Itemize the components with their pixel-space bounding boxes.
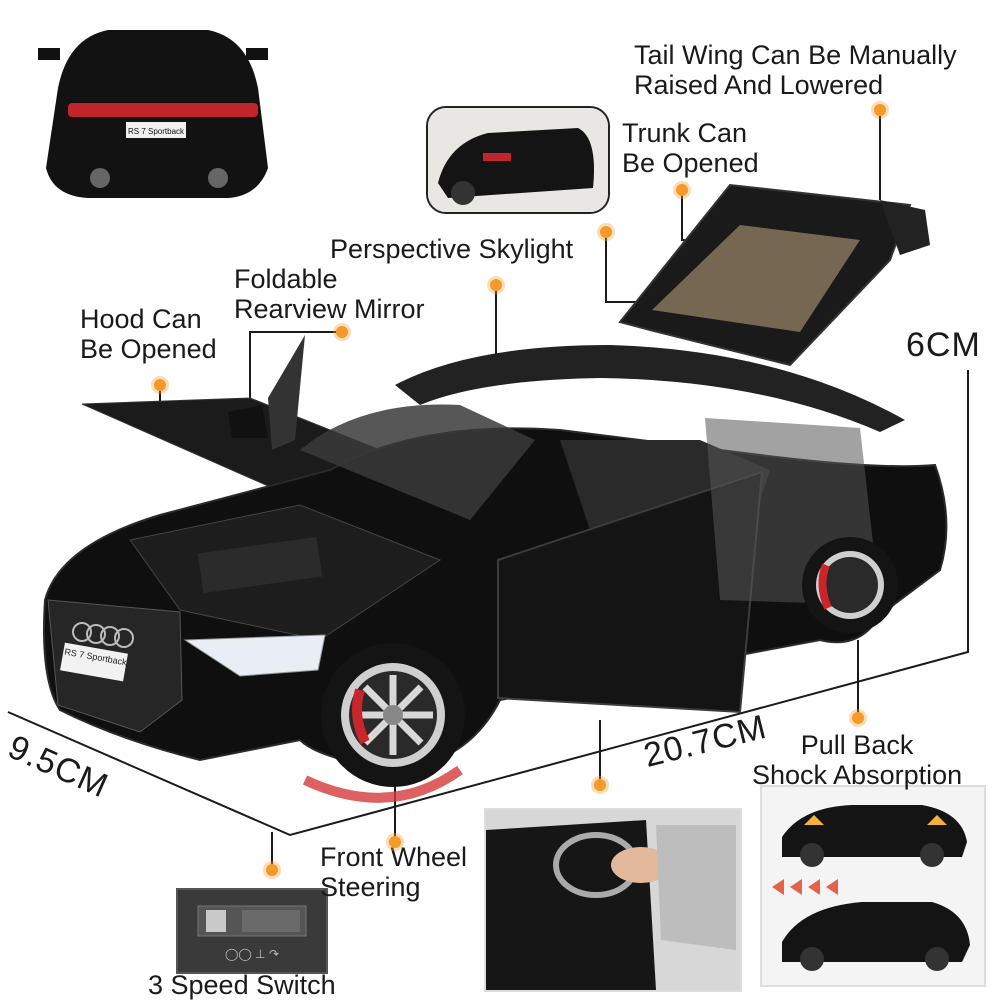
callout-dot-skylight-2 — [490, 279, 502, 291]
pull-back-image — [760, 785, 986, 987]
callout-dot-front-wheel — [389, 836, 401, 848]
callout-dot-door — [594, 779, 606, 791]
trunk-label-line2: Be Opened — [622, 148, 759, 178]
callout-dot-speed-switch — [266, 864, 278, 876]
callout-dot-skylight — [600, 226, 612, 238]
dimension-box-line — [7, 370, 969, 837]
rear-plate: RS 7 Sportback — [128, 127, 185, 136]
hood-label-line1: Hood Can — [80, 304, 202, 334]
open-door — [497, 470, 764, 714]
headlight — [183, 634, 326, 677]
pull-back-label: Pull Back Shock Absorption — [752, 730, 962, 790]
trunk-label-line1: Trunk Can — [622, 118, 748, 148]
mirror-label: Foldable Rearview Mirror — [234, 264, 425, 324]
speed-switch-label: 3 Speed Switch — [148, 970, 336, 1000]
pull-back-label-line1: Pull Back — [800, 730, 914, 760]
callout-dot-mirror — [336, 326, 348, 338]
callout-dot-trunk — [676, 184, 688, 196]
main-car — [43, 335, 948, 803]
trunk-open-image — [426, 106, 610, 214]
hood-label-line2: Be Opened — [80, 334, 217, 364]
interior-image — [484, 808, 742, 992]
tail-wing-label-line2: Raised And Lowered — [634, 70, 884, 100]
mirror-label-line2: Rearview Mirror — [234, 294, 425, 324]
trunk-label: Trunk Can Be Opened — [622, 118, 759, 178]
pull-back-label-line2: Shock Absorption — [752, 760, 963, 790]
raised-trunk-lid — [618, 183, 930, 367]
svg-text:◯◯ ⊥ ↷: ◯◯ ⊥ ↷ — [225, 947, 279, 961]
switch-image: ◯◯ ⊥ ↷ — [176, 888, 328, 974]
tail-wing-label: Tail Wing Can Be Manually Raised And Low… — [634, 40, 957, 100]
mirror-label-line1: Foldable — [234, 264, 338, 294]
callout-dot-hood — [154, 379, 166, 391]
callout-dot-tail-wing — [874, 104, 886, 116]
skylight-label: Perspective Skylight — [330, 234, 574, 264]
front-wheel-label: Front Wheel Steering — [320, 842, 467, 902]
leader-mirror — [249, 331, 342, 412]
hood-label: Hood Can Be Opened — [80, 304, 217, 364]
front-wheel-label-line2: Steering — [320, 872, 421, 902]
height-dimension: 6CM — [906, 326, 981, 364]
callout-dot-pull-back — [852, 712, 864, 724]
tail-wing-label-line1: Tail Wing Can Be Manually — [634, 40, 957, 70]
rear-view-image: RS 7 Sportback — [38, 30, 268, 198]
